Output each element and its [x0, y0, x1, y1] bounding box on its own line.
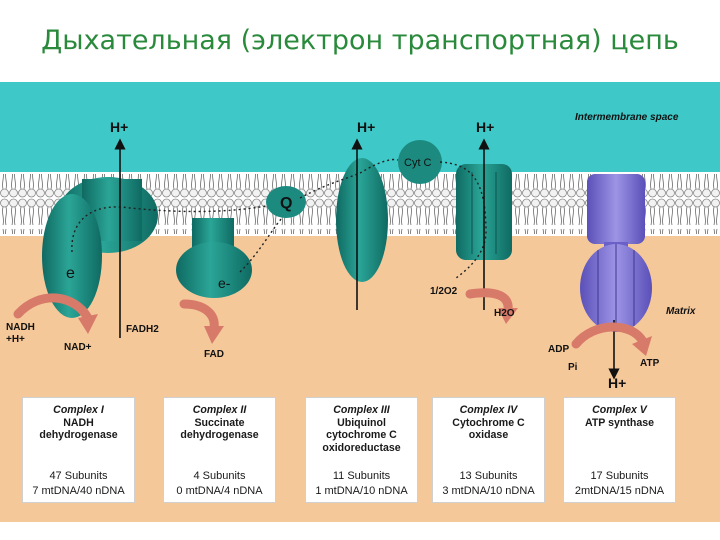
complex-ii-info: Complex II Succinate dehydrogenase 4 Sub… — [163, 397, 276, 503]
complex-name-line: oxidase — [468, 429, 509, 441]
page-title: Дыхательная (электрон транспортная) цепь — [41, 24, 679, 56]
complex-iii-info: Complex III Ubiquinol cytochrome C oxido… — [305, 397, 418, 503]
ubiquinone-q-label: Q — [280, 195, 292, 212]
oxygen-reaction-arrow — [465, 288, 513, 315]
complex-name-line: NADH — [63, 416, 94, 429]
proton-label-3: H+ — [476, 119, 494, 135]
subunit-count: 4 Subunits — [193, 470, 246, 482]
complex-name-line: Complex V — [592, 404, 647, 416]
complex-name-line: Complex II — [192, 404, 247, 416]
electron-label-complex-ii: e- — [218, 275, 231, 291]
proton-label-1: H+ — [110, 119, 128, 135]
pi-label: Pi — [568, 362, 578, 373]
complex-name-line: Complex I — [53, 404, 104, 416]
proton-label-4: H+ — [608, 375, 626, 391]
nadh-h-label: +H+ — [6, 334, 25, 345]
electron-path — [71, 158, 487, 279]
proton-label-2: H+ — [357, 119, 375, 135]
complex-name-line: oxidoreductase — [322, 441, 401, 454]
dna-origin: 1 mtDNA/10 nDNA — [315, 485, 408, 497]
atp-reaction-arrow — [571, 322, 647, 349]
complex-info-boxes: Complex I NADH dehydrogenase 47 Subunits… — [0, 397, 720, 507]
complex-name-line: Complex III — [333, 404, 390, 416]
complex-name-line: cytochrome C — [326, 429, 397, 441]
complex-iv-info: Complex IV Cytochrome C oxidase 13 Subun… — [432, 397, 545, 503]
complex-i-info: Complex I NADH dehydrogenase 47 Subunits… — [22, 397, 135, 503]
adp-label: ADP — [548, 344, 569, 355]
dna-origin: 2mtDNA/15 nDNA — [574, 485, 665, 497]
complex-name-line: ATP synthase — [584, 416, 655, 429]
fadh2-label: FADH2 — [126, 324, 159, 335]
dna-origin: 7 mtDNA/40 nDNA — [32, 485, 125, 497]
water-label: H2O — [494, 308, 515, 319]
complex-v-atp-synthase — [580, 174, 652, 332]
complex-iii — [336, 158, 388, 282]
complex-ii — [176, 218, 252, 298]
matrix-label: Matrix — [666, 306, 696, 317]
complex-v-info: Complex V ATP synthase 17 Subunits 2mtDN… — [563, 397, 676, 503]
dna-origin: 3 mtDNA/10 nDNA — [442, 485, 535, 497]
cytochrome-c-label: Cyt C — [404, 157, 432, 169]
subunit-count: 11 Subunits — [332, 470, 391, 482]
intermembrane-space-label: Intermembrane space — [575, 112, 679, 123]
subunit-count: 17 Subunits — [590, 470, 649, 482]
complex-name-line: dehydrogenase — [180, 429, 259, 441]
fad-label: FAD — [204, 349, 224, 360]
complex-name-line: Succinate — [194, 416, 245, 429]
subunit-count: 13 Subunits — [459, 470, 518, 482]
complex-name-line: Complex IV — [459, 404, 518, 416]
nadh-label: NADH — [6, 322, 35, 333]
subunit-count: 47 Subunits — [49, 470, 108, 482]
complex-name-line: Ubiquinol — [337, 416, 386, 429]
electron-label-complex-i: e — [66, 265, 75, 282]
complex-name-line: Cytochrome C — [452, 416, 525, 429]
oxygen-label: 1/2O2 — [430, 286, 458, 297]
nadh-reaction-arrow — [13, 293, 93, 323]
complex-name-line: dehydrogenase — [39, 429, 118, 441]
atp-label: ATP — [640, 358, 660, 369]
ubiquinone-q — [266, 186, 306, 218]
complex-i — [42, 177, 158, 318]
cytochrome-c — [398, 140, 442, 184]
fadh2-reaction-arrow — [179, 299, 219, 333]
nad-label: NAD+ — [64, 342, 92, 353]
dna-origin: 0 mtDNA/4 nDNA — [176, 485, 263, 497]
